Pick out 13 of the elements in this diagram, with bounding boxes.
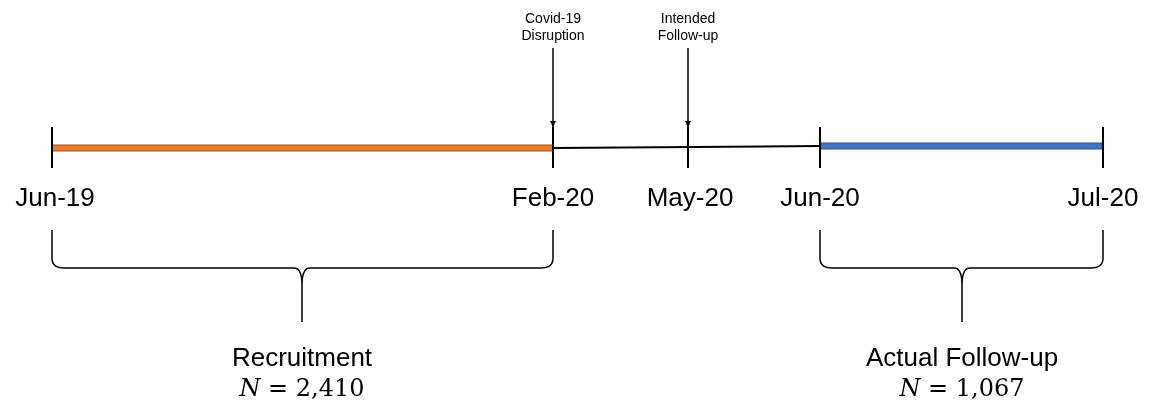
bracket-label: Recruitment xyxy=(231,342,373,373)
date-label: Jun-20 xyxy=(780,182,860,213)
bracket-label: Actual Follow-up xyxy=(865,342,1059,373)
sample-size: N = 1,067 xyxy=(899,374,1025,402)
arrow xyxy=(685,47,691,128)
event-label: Covid-19 Disruption xyxy=(508,10,598,44)
date-label: Jun-19 xyxy=(15,182,95,213)
date-label: May-20 xyxy=(646,182,734,213)
arrow xyxy=(550,47,556,128)
sample-size: N = 2,410 xyxy=(239,374,365,402)
date-label: Jul-20 xyxy=(1067,182,1139,213)
date-label: Feb-20 xyxy=(511,182,595,213)
event-label: Intended Follow-up xyxy=(643,10,733,44)
